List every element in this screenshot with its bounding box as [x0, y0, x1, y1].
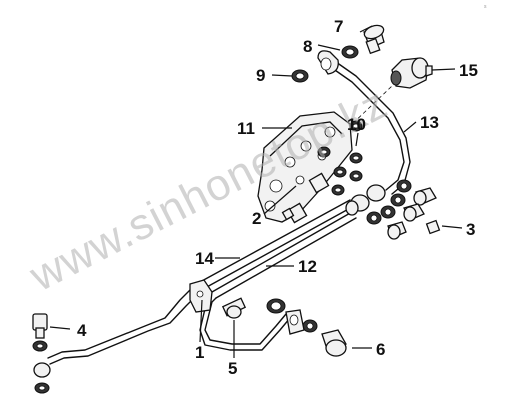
washer-8: [341, 45, 359, 59]
callout-4: 4: [77, 321, 87, 340]
adapter-15: [390, 57, 433, 89]
callout-11: 11: [237, 119, 255, 138]
callouts: 7 8 9 15 13 11 10 2 3 14 12 4 1 5 6: [77, 17, 478, 378]
callout-9: 9: [256, 66, 265, 85]
washer-9: [291, 69, 309, 83]
corner-mark: s: [484, 4, 487, 10]
bolt-5: [221, 297, 247, 319]
banjo-fitting-top: [317, 50, 339, 75]
callout-10: 10: [347, 115, 366, 134]
callout-2: 2: [252, 209, 261, 228]
callout-13: 13: [420, 113, 439, 132]
bolt-4: [32, 313, 51, 394]
oil-line-12: [199, 211, 357, 351]
fittings-lower: [266, 298, 318, 335]
banjo-bolt-7: [363, 24, 385, 55]
bolt-6: [321, 329, 347, 357]
callout-8: 8: [303, 37, 312, 56]
callout-5: 5: [228, 359, 237, 378]
right-fittings: [366, 179, 437, 240]
callout-12: 12: [298, 257, 317, 276]
callout-1: 1: [195, 343, 204, 362]
callout-6: 6: [376, 340, 385, 359]
pipe-fittings-right: [345, 184, 386, 216]
nut-3: [425, 219, 441, 235]
bracket-1: [189, 279, 213, 313]
washers-10: [317, 120, 363, 196]
callout-7: 7: [334, 17, 343, 36]
bolt-2: [281, 172, 330, 224]
manifold-housing-11: [257, 111, 353, 223]
callout-14: 14: [195, 249, 214, 268]
callout-3: 3: [466, 220, 475, 239]
callout-15: 15: [459, 61, 478, 80]
leader-lines: [49, 25, 463, 358]
